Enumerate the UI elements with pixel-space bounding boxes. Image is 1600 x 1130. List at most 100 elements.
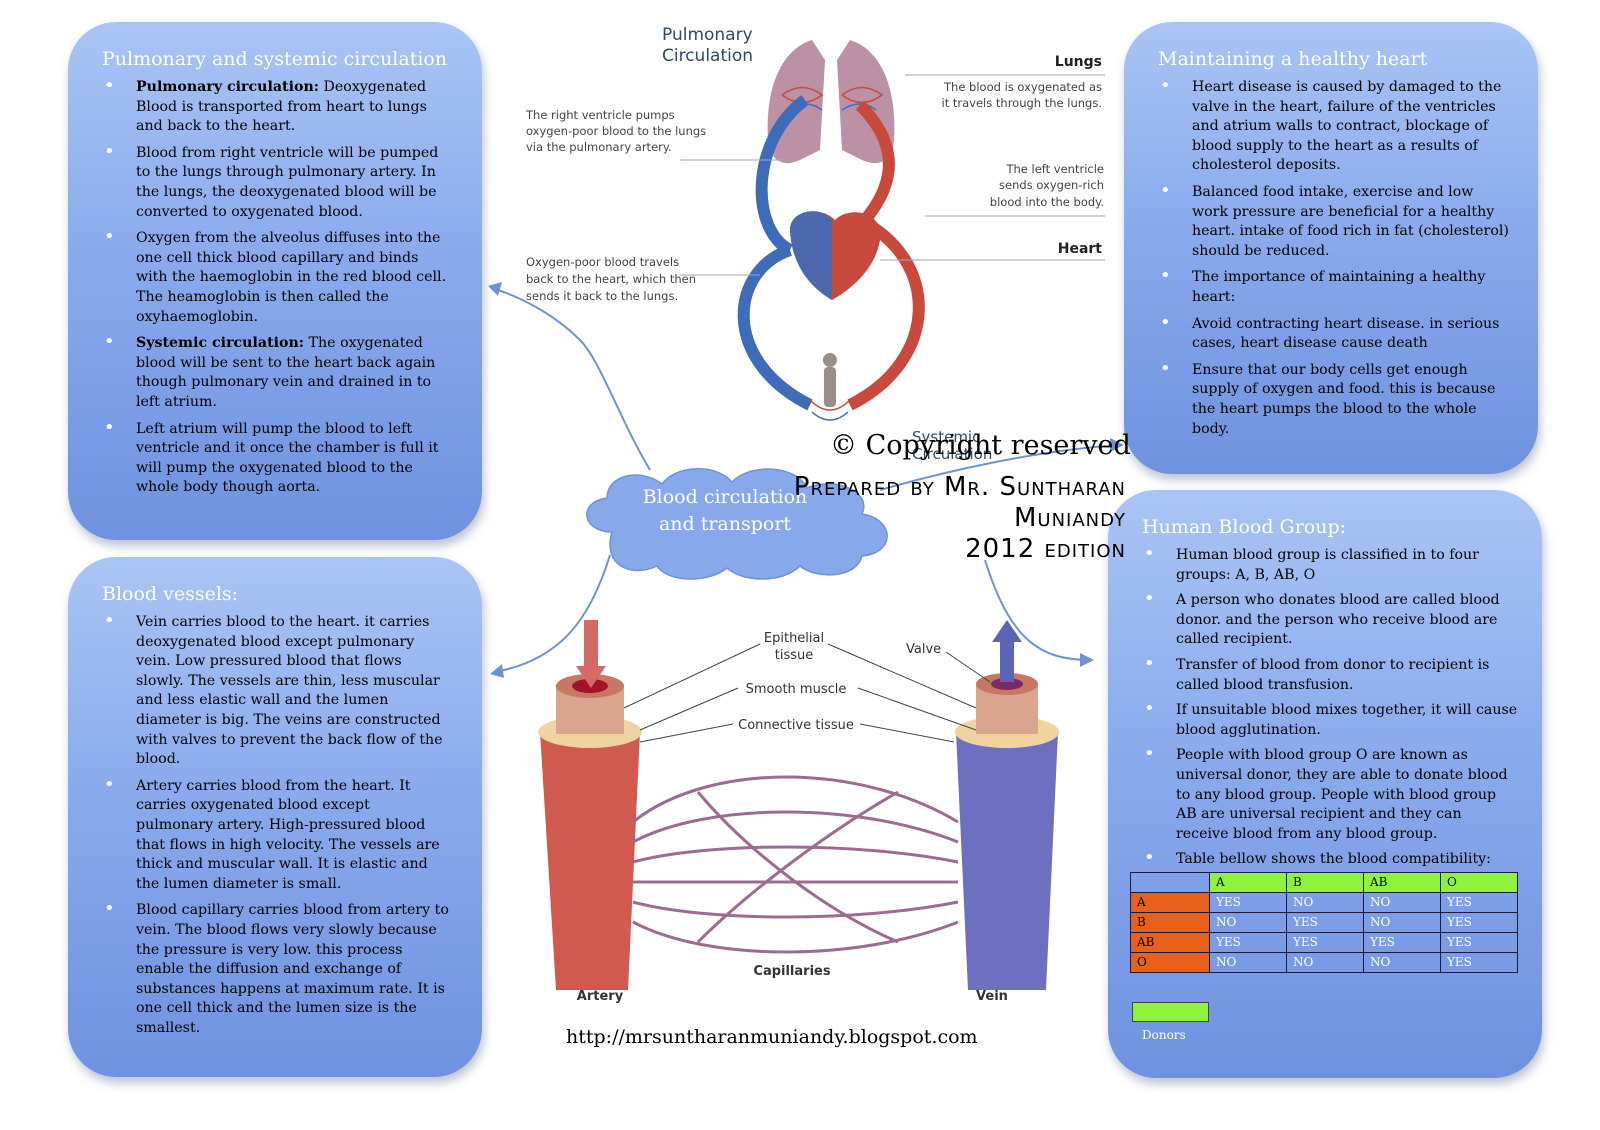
bullet-list: Human blood group is classified in to fo… (1142, 544, 1518, 870)
diagram-title: Circulation (662, 46, 753, 66)
body-figure-head (823, 353, 837, 367)
column-header: O (1440, 871, 1518, 893)
column-header: AB (1363, 871, 1441, 893)
column-header: A (1209, 871, 1287, 893)
oxygen-poor-note: sends it back to the lungs. (526, 289, 678, 303)
list-item: Balanced food intake, exercise and low w… (1158, 181, 1510, 261)
artery-label: Artery (577, 989, 624, 1004)
cloud-line: and transport (658, 513, 792, 535)
row-header: O (1130, 951, 1210, 973)
panel-title: Human Blood Group: (1142, 516, 1347, 538)
systemic-artery (847, 214, 925, 411)
bullet-list: Pulmonary circulation: Deoxygenated Bloo… (102, 76, 450, 498)
copyright-notice: © Copyright reserved (830, 430, 1131, 461)
list-item: Table bellow shows the blood compatibili… (1142, 848, 1518, 870)
pulmonary-systemic-panel: Pulmonary and systemic circulation Pulmo… (68, 22, 482, 540)
vein-shape (956, 732, 1058, 990)
blood-group-panel: Human Blood Group: Human blood group is … (1108, 490, 1542, 1078)
left-ventricle-note: blood into the body. (990, 195, 1104, 209)
inflow-arrow (576, 620, 606, 688)
oxygen-poor-note: back to the heart, which then (526, 272, 696, 286)
heart-right-side (790, 211, 832, 300)
heart-label: Heart (1058, 241, 1103, 257)
donors-legend-swatch (1132, 1002, 1209, 1022)
list-item: Blood from right ventricle will be pumpe… (102, 142, 450, 222)
list-item: Blood capillary carries blood from arter… (102, 899, 450, 1038)
systemic-vein (737, 244, 813, 411)
epithelial-label: tissue (775, 648, 814, 663)
pulmonary-vein (855, 100, 895, 224)
list-item: Ensure that our body cells get enough su… (1158, 359, 1510, 439)
connector-to-circulation (491, 287, 651, 471)
systemic-label: Systemic (912, 428, 980, 446)
artery-shape (540, 732, 640, 990)
connective-tissue-label: Connective tissue (738, 718, 854, 733)
table-cell: YES (1286, 931, 1364, 953)
blog-url: http://mrsuntharanmuniandy.blogspot.com (566, 1026, 978, 1048)
list-item: The importance of maintaining a healthy … (1158, 266, 1510, 307)
blood-vessel-diagram: Epithelial tissue Valve Smooth muscle Co… (538, 620, 1059, 1004)
connector-to-heart (879, 444, 1121, 491)
right-ventricle-note: oxygen-poor blood to the lungs (526, 124, 706, 138)
capillary-network (632, 775, 959, 954)
author-line: Prepared by Mr. Suntharan (793, 472, 1126, 502)
bullet-list: Heart disease is caused by damaged to th… (1158, 76, 1510, 439)
table-cell: YES (1363, 931, 1441, 953)
list-item: Human blood group is classified in to fo… (1142, 544, 1518, 585)
blood-vessels-panel: Blood vessels: Vein carries blood to the… (68, 557, 482, 1077)
epithelial-label: Epithelial (764, 631, 824, 646)
table-row: O NO NO NO YES (1130, 951, 1518, 973)
panel-title: Pulmonary and systemic circulation (102, 48, 448, 70)
list-item: Oxygen from the alveolus diffuses into t… (102, 227, 450, 327)
oxygen-poor-note: Oxygen-poor blood travels (526, 255, 679, 269)
arrowhead (1110, 438, 1124, 452)
list-item: Pulmonary circulation: Deoxygenated Bloo… (102, 76, 450, 137)
table-cell: YES (1440, 891, 1518, 913)
topic-cloud (586, 468, 888, 580)
list-item: People with blood group O are known as u… (1142, 744, 1518, 844)
cloud-line: Blood circulation (642, 486, 808, 508)
table-row: A YES NO NO YES (1130, 891, 1518, 913)
bullet-list: Vein carries blood to the heart. it carr… (102, 611, 450, 1038)
list-item: Artery carries blood from the heart. It … (102, 775, 450, 895)
donors-legend-label: Donors (1142, 1028, 1186, 1042)
list-item: If unsuitable blood mixes together, it w… (1142, 699, 1518, 740)
arrowhead (488, 282, 502, 296)
column-header: B (1286, 871, 1364, 893)
table-cell: NO (1286, 951, 1364, 973)
lungs-description: it travels through the lungs. (942, 96, 1102, 110)
body-capillaries (809, 399, 851, 421)
pulmonary-artery (755, 95, 809, 256)
vein-label: Vein (976, 989, 1008, 1004)
table-cell: YES (1440, 951, 1518, 973)
row-header: A (1130, 891, 1210, 913)
capillaries-label: Capillaries (753, 964, 830, 979)
list-item: Transfer of blood from donor to recipien… (1142, 654, 1518, 695)
diagram-title: Pulmonary (662, 25, 753, 45)
left-ventricle-note: The left ventricle (1005, 162, 1104, 176)
left-ventricle-note: sends oxygen-rich (999, 178, 1104, 192)
list-item: Left atrium will pump the blood to left … (102, 417, 450, 498)
author-credit: Prepared by Mr. Suntharan Muniandy 2012 … (794, 472, 1126, 565)
list-item: Heart disease is caused by damaged to th… (1158, 76, 1510, 176)
lungs-description: The blood is oxygenated as (943, 80, 1102, 94)
outflow-arrow (992, 620, 1022, 682)
table-cell: NO (1209, 911, 1287, 933)
table-header-row: A B AB O (1130, 871, 1518, 893)
row-header: B (1130, 911, 1210, 933)
table-cell: NO (1363, 951, 1441, 973)
right-ventricle-note: via the pulmonary artery. (526, 140, 672, 154)
valve-label: Valve (906, 642, 941, 657)
row-header: AB (1130, 931, 1210, 953)
edition-line: 2012 edition (965, 534, 1126, 564)
author-line: Muniandy (1013, 503, 1126, 533)
smooth-muscle-label: Smooth muscle (746, 682, 847, 697)
panel-title: Blood vessels: (102, 583, 239, 605)
list-item: Systemic circulation: The oxygenated blo… (102, 332, 450, 412)
list-item: Avoid contracting heart disease. in seri… (1158, 313, 1510, 354)
connector-to-vessels (494, 554, 611, 673)
compatibility-table: A B AB O A YES NO NO YES B NO YES NO YES… (1130, 871, 1518, 973)
arrowhead (490, 664, 504, 678)
circulation-diagram: Pulmonary Circulation Lungs The blood is… (525, 25, 1105, 460)
